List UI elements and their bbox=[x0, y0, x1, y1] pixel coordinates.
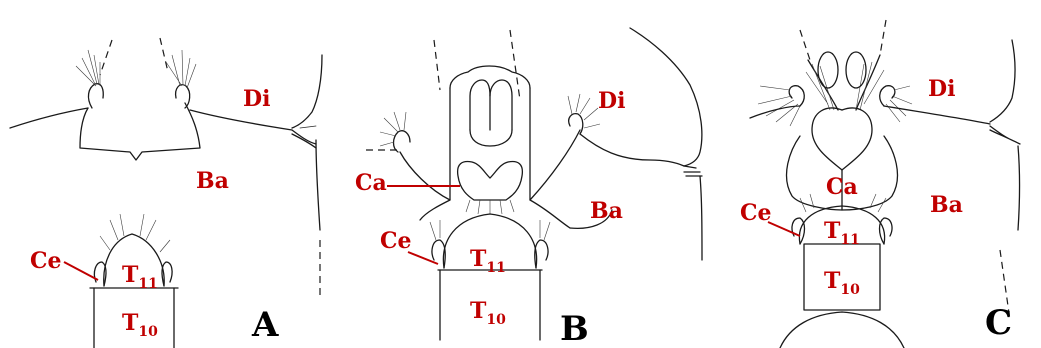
panel-c-label-t11: T11 bbox=[824, 218, 860, 248]
panel-c: Di Ca Ba Ce T11 T10 C bbox=[740, 20, 1020, 348]
panel-a-label-di: Di bbox=[243, 86, 270, 112]
panel-b-drawing bbox=[366, 28, 702, 340]
panel-b-label-ca: Ca bbox=[355, 170, 387, 196]
panel-c-letter: C bbox=[985, 303, 1012, 343]
panel-c-label-ce: Ce bbox=[740, 200, 772, 226]
panel-a-label-ce: Ce bbox=[30, 248, 62, 274]
panel-c-label-ca: Ca bbox=[826, 174, 858, 200]
panel-c-label-t10: T10 bbox=[824, 268, 860, 298]
panel-a-label-t11: T11 bbox=[122, 262, 158, 292]
panel-b-label-t11: T11 bbox=[470, 246, 506, 276]
panel-a-drawing bbox=[10, 38, 322, 348]
panel-a: Di Ba Ce T11 T10 A bbox=[10, 38, 322, 348]
panel-b-label-ce: Ce bbox=[380, 228, 412, 254]
panel-a-label-ba: Ba bbox=[196, 168, 229, 194]
panel-a-letter: A bbox=[251, 305, 279, 345]
panel-c-label-di: Di bbox=[928, 76, 955, 102]
panel-b-label-t10: T10 bbox=[470, 298, 506, 328]
panel-a-ce-leader bbox=[64, 262, 98, 280]
panel-b-letter: B bbox=[560, 309, 589, 348]
panel-c-label-ba: Ba bbox=[930, 192, 963, 218]
panel-b: Di Ca Ba Ce T11 T10 B bbox=[355, 28, 702, 348]
panel-a-label-t10: T10 bbox=[122, 310, 158, 340]
panel-b-label-di: Di bbox=[598, 88, 625, 114]
panel-b-label-ba: Ba bbox=[590, 198, 623, 224]
panel-c-drawing bbox=[750, 20, 1020, 348]
panel-c-ce-leader bbox=[768, 222, 800, 236]
